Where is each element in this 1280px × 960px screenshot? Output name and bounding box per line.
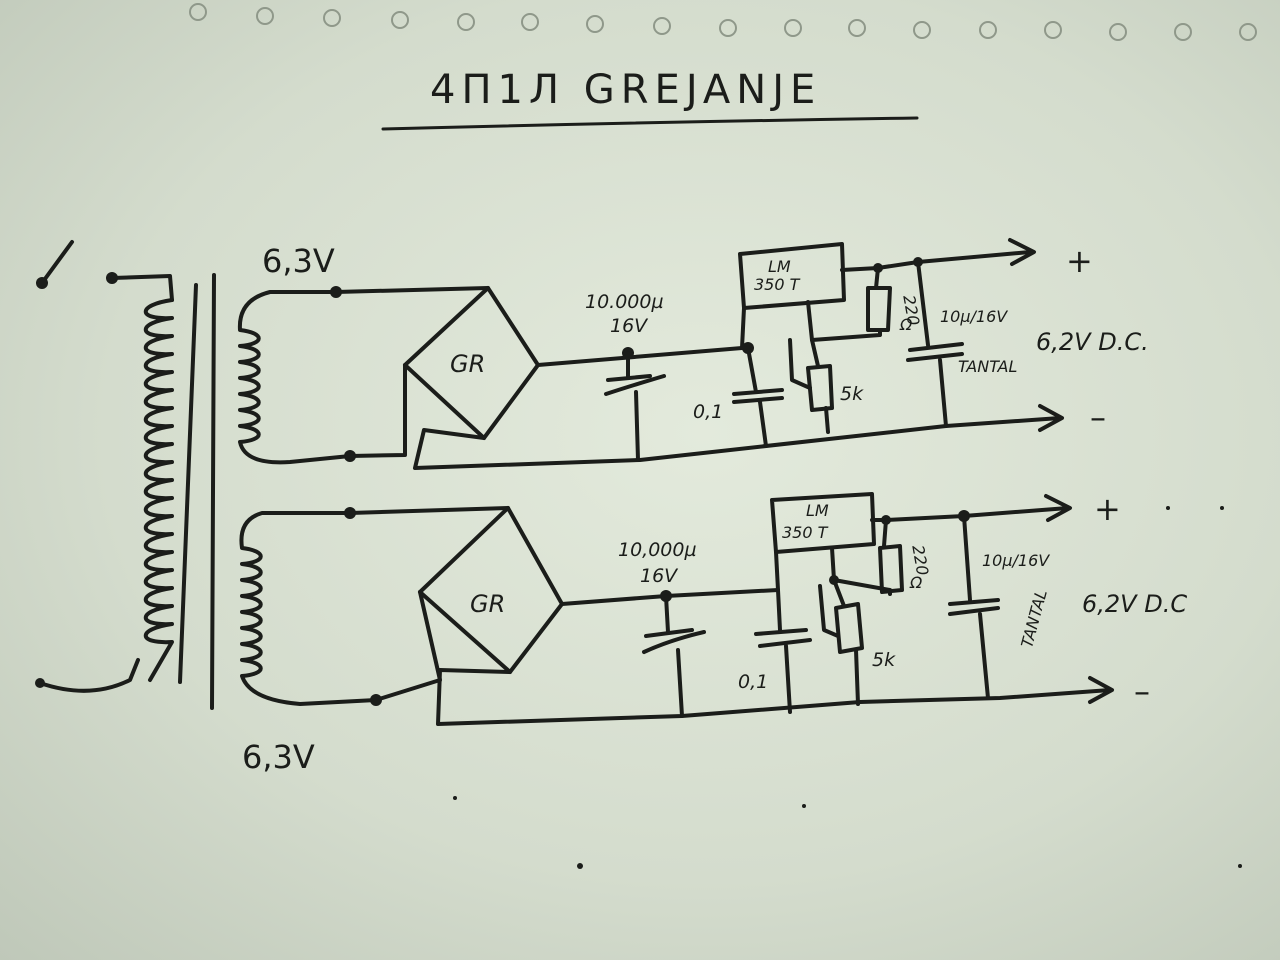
lower-secondary-label: 6,3V — [242, 738, 315, 776]
regulator-line1-upper: LM — [768, 257, 791, 276]
wire-ac-bot-upper — [348, 363, 407, 458]
mains-switch-lever — [40, 240, 74, 285]
regulator-lower — [770, 492, 876, 554]
wire-ac-top-lower — [348, 506, 510, 515]
channel-upper: GR 10.000µ 16V 0,1 LM 350 T 220 — [330, 238, 1149, 470]
wire-ac-top-upper — [334, 286, 490, 294]
lower-secondary-winding — [239, 511, 378, 706]
bridge-label-upper: GR — [450, 350, 485, 378]
filter-cap-voltage-upper: 16V — [610, 315, 649, 337]
filter-cap-lower — [642, 594, 706, 718]
core-line-left — [178, 283, 198, 684]
ground-rail-upper — [413, 416, 1062, 470]
resistor-r1-upper — [866, 266, 892, 332]
resistor-r1-unit-upper: Ω — [899, 315, 913, 334]
regulator-line2-lower: 350 T — [782, 523, 829, 542]
title-underline — [381, 116, 919, 131]
arrow-plus-lower — [1044, 494, 1072, 522]
wire-adj-upper — [806, 300, 882, 342]
wire-reg-in-lower — [774, 550, 780, 592]
output-cap-lower — [948, 514, 1000, 700]
plus-label-lower: + — [1094, 490, 1121, 528]
output-cap-type-upper: TANTAL — [958, 357, 1017, 376]
page-title: 4П1Л GREJANJE — [430, 67, 821, 113]
primary-lead-bottom — [38, 658, 140, 693]
ground-rail-lower — [436, 668, 1112, 726]
output-cap-label-lower: 10µ/16V — [982, 551, 1050, 570]
pot-wiper-upper — [788, 338, 830, 434]
upper-secondary-label: 6,3V — [262, 242, 335, 280]
bypass-cap-lower — [754, 588, 812, 714]
regulator-line2-upper: 350 T — [754, 275, 801, 294]
upper-secondary-winding — [237, 290, 352, 465]
transformer: 6,3V 6,3V — [35, 240, 378, 776]
bypass-cap-label-lower: 0,1 — [738, 671, 768, 693]
pot-upper — [806, 364, 834, 412]
primary-lead-top — [110, 274, 174, 302]
output-cap-upper — [906, 260, 964, 428]
channel-lower: GR 10,000µ 16V 0,1 LM 350 T 220 — [344, 490, 1187, 726]
core-line-right — [210, 273, 216, 710]
primary-winding — [143, 298, 174, 682]
filter-cap-voltage-lower: 16V — [640, 565, 679, 587]
node-ac-top-lower — [344, 507, 356, 519]
mains-switch-contact — [36, 277, 48, 289]
pot-lower — [834, 602, 864, 654]
pot-value-lower: 5k — [872, 649, 896, 671]
bridge-label-lower: GR — [470, 590, 505, 618]
output-voltage-upper: 6,2V D.C. — [1036, 328, 1149, 356]
wire-reg-in-upper — [740, 306, 746, 350]
output-cap-label-upper: 10µ/16V — [940, 307, 1008, 326]
bypass-cap-label-upper: 0,1 — [693, 401, 723, 423]
arrow-plus-upper — [1008, 238, 1036, 266]
wire-dc-plus-upper — [536, 346, 744, 367]
arrow-minus-lower — [1088, 676, 1114, 704]
minus-label-upper: – — [1090, 398, 1106, 436]
arrow-minus-upper — [1038, 404, 1064, 432]
output-voltage-lower: 6,2V D.C — [1082, 590, 1187, 618]
minus-label-lower: – — [1134, 672, 1150, 710]
paper-specks — [453, 506, 1242, 869]
node-ac-bot-upper — [344, 450, 356, 462]
regulator-upper — [738, 242, 846, 310]
pot-value-upper: 5k — [840, 383, 864, 405]
output-rail-lower — [870, 506, 1070, 522]
filter-cap-value-upper: 10.000µ — [585, 291, 664, 313]
resistor-r1-value-lower: 220 — [908, 544, 932, 577]
pot-wiper-lower — [818, 578, 860, 706]
node-ac-top-upper — [330, 286, 342, 298]
filter-cap-value-lower: 10,000µ — [618, 539, 697, 561]
filter-cap-upper — [604, 351, 666, 462]
resistor-r1-unit-lower: Ω — [909, 573, 923, 592]
resistor-r1-lower — [878, 518, 904, 594]
node-ac-bot-lower — [370, 694, 382, 706]
regulator-line1-lower: LM — [806, 501, 829, 520]
plus-label-upper: + — [1066, 242, 1093, 280]
wire-ac-bot-lower — [374, 590, 442, 702]
binder-holes — [189, 3, 1257, 41]
output-cap-type-lower: TANTAL — [1017, 587, 1051, 649]
bypass-cap-upper — [732, 346, 784, 448]
output-rail-upper — [840, 250, 1032, 272]
